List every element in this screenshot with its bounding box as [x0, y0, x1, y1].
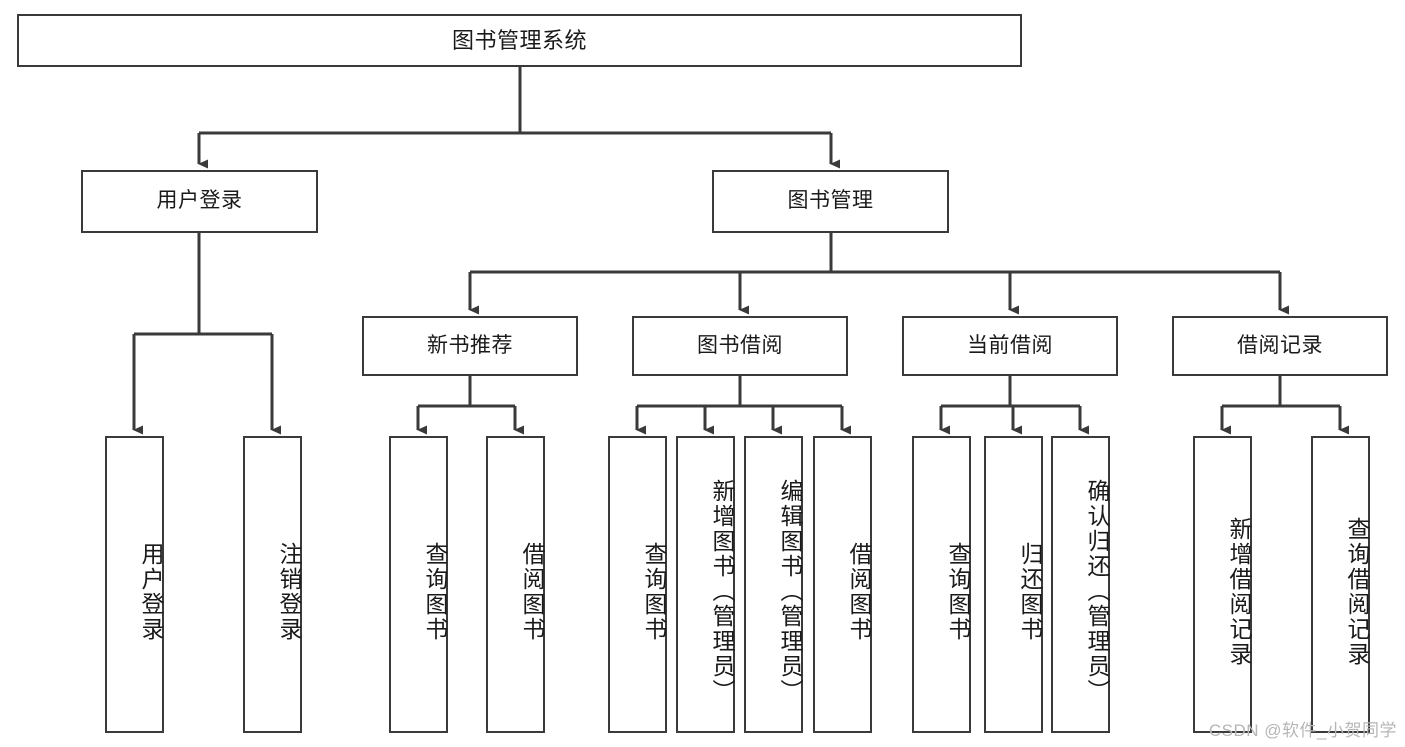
node-leaf-borrow-book-2[interactable]: 借阅图书 [813, 436, 872, 733]
node-leaf-query-book-2[interactable]: 查询图书 [608, 436, 667, 733]
node-root-system[interactable]: 图书管理系统 [17, 14, 1022, 67]
node-label: 借阅记录 [1237, 333, 1323, 357]
node-leaf-query-book-3[interactable]: 查询图书 [912, 436, 971, 733]
node-borrow-record[interactable]: 借阅记录 [1172, 316, 1388, 376]
node-book-borrow[interactable]: 图书借阅 [632, 316, 848, 376]
node-leaf-add-record[interactable]: 新增借阅记录 [1193, 436, 1252, 733]
csdn-watermark: CSDN @软件_小贺同学 [1208, 721, 1397, 740]
node-label: 新增借阅记录 [1226, 516, 1252, 667]
node-label: 当前借阅 [967, 333, 1053, 357]
node-leaf-confirm-return[interactable]: 确认归还（管理员） [1051, 436, 1110, 733]
node-book-management[interactable]: 图书管理 [712, 170, 949, 233]
node-label: 图书管理 [787, 189, 874, 213]
node-label: 借阅图书 [846, 541, 872, 642]
node-leaf-edit-book[interactable]: 编辑图书（管理员） [744, 436, 803, 733]
node-leaf-logout-login[interactable]: 注销登录 [243, 436, 302, 733]
node-label: 注销登录 [276, 541, 302, 642]
node-leaf-add-book[interactable]: 新增图书（管理员） [676, 436, 735, 733]
node-label: 编辑图书（管理员） [777, 479, 803, 704]
node-leaf-query-record[interactable]: 查询借阅记录 [1311, 436, 1370, 733]
node-label: 查询图书 [641, 541, 667, 642]
node-label: 新增图书（管理员） [709, 479, 735, 704]
node-label: 借阅图书 [519, 541, 545, 642]
node-label: 用户登录 [156, 189, 243, 213]
node-leaf-return-book[interactable]: 归还图书 [984, 436, 1043, 733]
node-label: 图书管理系统 [451, 27, 587, 53]
node-current-borrow[interactable]: 当前借阅 [902, 316, 1118, 376]
node-label: 归还图书 [1017, 541, 1043, 642]
node-leaf-borrow-book-1[interactable]: 借阅图书 [486, 436, 545, 733]
node-label: 图书借阅 [697, 333, 783, 357]
node-user-login[interactable]: 用户登录 [81, 170, 318, 233]
node-label: 确认归还（管理员） [1084, 479, 1110, 704]
node-label: 查询借阅记录 [1344, 516, 1370, 667]
node-label: 新书推荐 [427, 333, 513, 357]
node-label: 查询图书 [945, 541, 971, 642]
node-leaf-query-book-1[interactable]: 查询图书 [389, 436, 448, 733]
node-leaf-user-login[interactable]: 用户登录 [105, 436, 164, 733]
node-label: 用户登录 [138, 541, 164, 642]
node-label: 查询图书 [422, 541, 448, 642]
node-new-book-recommend[interactable]: 新书推荐 [362, 316, 578, 376]
